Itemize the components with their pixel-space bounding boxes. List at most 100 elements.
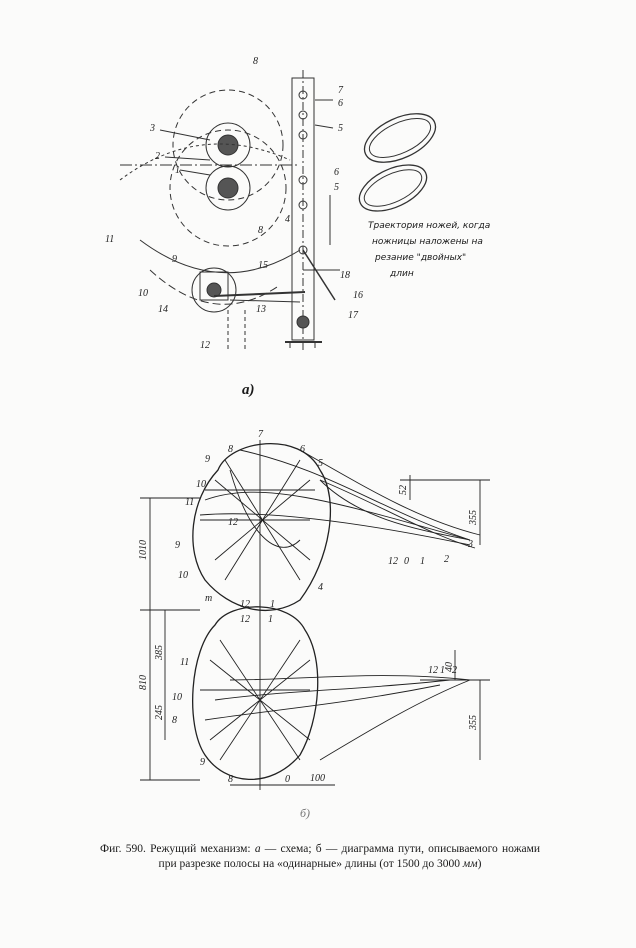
column-joint-6 xyxy=(298,245,308,255)
lower-drum-outline xyxy=(169,129,287,247)
pt-top-5: 5 xyxy=(318,458,323,469)
top-trailing-curve-2 xyxy=(299,449,481,536)
crank-disc xyxy=(191,267,237,313)
lower-drum-hub xyxy=(205,165,251,211)
crank-pin xyxy=(206,282,222,298)
dim-385: 385 xyxy=(154,645,165,661)
figure-caption: Фиг. 590. Режущий механизм: а — схема; б… xyxy=(100,842,540,872)
dim-355-top: 355 xyxy=(468,510,479,526)
pt-top-10: 10 xyxy=(196,479,206,490)
column-joint-1 xyxy=(298,90,308,100)
top-chord-1 xyxy=(199,513,471,546)
caption-end: ) xyxy=(477,858,482,870)
part-label-18: 18 xyxy=(340,270,350,281)
part-number-labels: 8 7 6 5 3 2 1 6 5 8 4 11 9 15 18 10 16 1… xyxy=(105,56,363,351)
bottom-chord-2 xyxy=(204,684,441,721)
part-label-5b: 5 xyxy=(334,182,339,193)
pt-top-8: 8 xyxy=(228,444,233,455)
column-joint-3 xyxy=(298,130,308,140)
pt-top-9b: 9 xyxy=(175,540,180,551)
caption-prefix: Фиг. 590. xyxy=(100,843,146,855)
column-joint-4 xyxy=(298,175,308,185)
lever-arm xyxy=(302,249,336,301)
pt-bot-2r: 2 xyxy=(452,665,457,676)
top-cam-loop xyxy=(192,442,331,612)
pt-top-6: 6 xyxy=(300,444,305,455)
caption-text: Режущий механизм: xyxy=(150,843,251,855)
knife-trajectory-upper xyxy=(363,113,437,163)
trajectory-note: Траектория ножей, когда ножницы наложены… xyxy=(368,221,490,279)
caption-b-text: — диаграмма пути, описываемого ножами пр… xyxy=(158,843,541,870)
part-label-12: 12 xyxy=(200,340,210,351)
pt-bot-9: 9 xyxy=(200,757,205,768)
pt-top-2r: 2 xyxy=(444,554,449,565)
part-label-2: 2 xyxy=(155,151,160,162)
dim-810: 810 xyxy=(138,675,149,690)
part-label-9: 9 xyxy=(172,254,177,265)
note-line-3: резание "двойных" xyxy=(374,253,466,263)
pt-top-1r: 1 xyxy=(420,556,425,567)
bottom-chord-1 xyxy=(214,679,451,701)
part-label-7: 7 xyxy=(338,85,344,96)
arc-upper xyxy=(119,143,291,181)
pt-bot-11: 11 xyxy=(180,657,189,668)
part-label-15: 15 xyxy=(258,260,268,271)
top-cross-lines xyxy=(214,459,311,581)
part-label-8: 8 xyxy=(253,56,258,67)
caption-a-letter: а xyxy=(254,843,261,855)
pt-top-11: 11 xyxy=(185,497,194,508)
connecting-rod-edge xyxy=(229,299,301,303)
caption-unit: мм xyxy=(462,858,478,870)
pt-top-3r: 3 xyxy=(467,539,473,550)
part-label-6b: 6 xyxy=(334,167,339,178)
upper-drum-outline xyxy=(172,89,284,201)
column-joint-5 xyxy=(298,200,308,210)
part-label-6: 6 xyxy=(338,98,343,109)
pt-mid-1b: 1 xyxy=(268,614,273,625)
pt-bot-12r: 12 xyxy=(428,665,438,676)
pt-top-0r: 0 xyxy=(404,556,409,567)
pt-top-12r: 12 xyxy=(388,556,398,567)
part-label-8b: 8 xyxy=(258,225,263,236)
leader-2 xyxy=(164,156,211,161)
part-label-1: 1 xyxy=(175,165,180,176)
bottom-cross-lines xyxy=(209,639,311,761)
part-label-11: 11 xyxy=(105,234,114,245)
part-label-4: 4 xyxy=(285,214,290,225)
pt-top-9: 9 xyxy=(205,454,210,465)
pt-bot-0: 0 xyxy=(285,774,290,785)
dim-100: 100 xyxy=(310,773,325,784)
pt-bot-10: 10 xyxy=(172,692,182,703)
connecting-rod xyxy=(213,291,306,297)
top-chord-2 xyxy=(204,491,471,541)
bottom-cam-loop xyxy=(192,606,319,781)
top-inner-curve xyxy=(229,469,301,548)
caption-b-letter: б xyxy=(315,843,322,855)
lower-drum-shaft xyxy=(217,177,239,199)
crank-bearing xyxy=(199,271,229,301)
pt-top-4: 4 xyxy=(318,582,323,593)
part-label-10: 10 xyxy=(138,288,148,299)
column-pivot xyxy=(296,315,310,329)
knife-trajectory-lower xyxy=(358,164,428,212)
pt-top-10b: 10 xyxy=(178,570,188,581)
pt-top-m: m xyxy=(205,593,212,604)
pt-top-12: 12 xyxy=(228,517,238,528)
part-label-3: 3 xyxy=(149,123,155,134)
leader-1 xyxy=(179,169,211,176)
top-trailing-curve xyxy=(239,449,471,541)
dim-52: 52 xyxy=(398,485,409,495)
dim-355-bottom: 355 xyxy=(468,715,479,731)
part-label-16: 16 xyxy=(353,290,363,301)
knife-trajectory-lower-inner xyxy=(363,169,423,207)
column-joint-2 xyxy=(298,110,308,120)
note-line-1: Траектория ножей, когда xyxy=(368,221,490,231)
part-label-5: 5 xyxy=(338,123,343,134)
pt-top-7: 7 xyxy=(258,429,264,440)
part-label-13: 13 xyxy=(256,304,266,315)
knife-trajectory-upper-inner xyxy=(368,118,432,158)
pt-bot-1r: 1 xyxy=(440,665,445,676)
